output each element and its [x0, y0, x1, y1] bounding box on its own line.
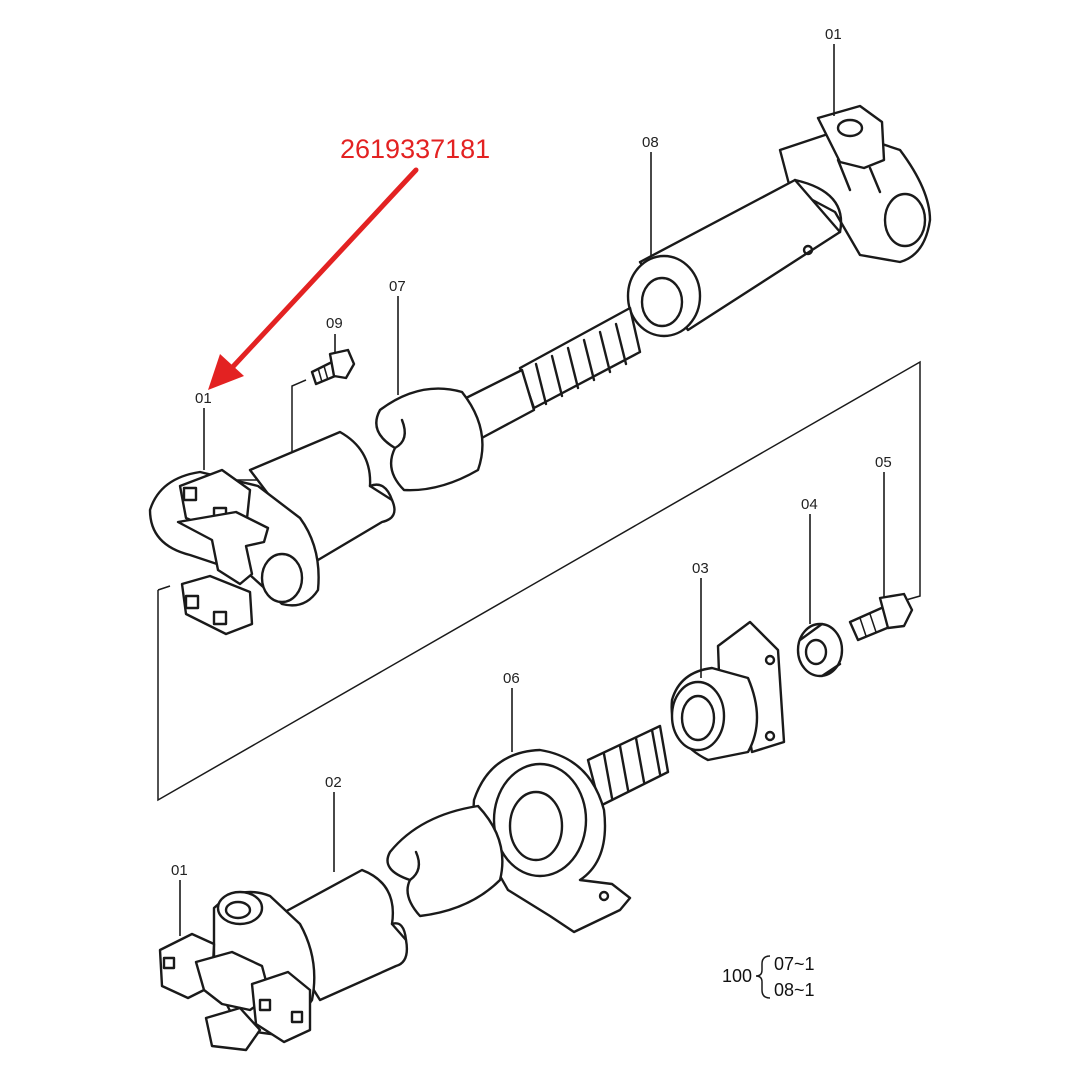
callout-08: 08 — [642, 134, 659, 151]
part-01-universal-joint-bottom — [158, 890, 316, 1052]
red-arrow-icon — [208, 167, 419, 390]
callout-09: 09 — [326, 315, 343, 332]
callout-05: 05 — [875, 454, 892, 471]
brace-icon — [755, 955, 771, 999]
assembly-note: 100 07~1 08~1 — [722, 954, 815, 1000]
assembly-number: 100 — [722, 966, 752, 986]
assembly-line-1: 07~1 — [774, 954, 815, 974]
part-01-universal-joint-left — [148, 430, 396, 636]
part-04-washer — [796, 622, 844, 678]
part-09-bolt — [310, 348, 356, 386]
callout-03: 03 — [692, 560, 709, 577]
callout-06: 06 — [503, 670, 520, 687]
callout-01-left: 01 — [195, 390, 212, 407]
callout-04: 04 — [801, 496, 818, 513]
assembly-line-2: 08~1 — [774, 980, 815, 1000]
part-03-flange-yoke — [670, 620, 786, 762]
part-number-label: 2619337181 — [340, 134, 490, 164]
callout-01-bottom: 01 — [171, 862, 188, 879]
part-06-center-bearing — [386, 724, 670, 934]
callout-02: 02 — [325, 774, 342, 791]
part-05-bolt — [848, 592, 914, 642]
leader-lines — [179, 44, 885, 936]
part-08-sleeve-yoke — [626, 104, 932, 338]
callout-01-top: 01 — [825, 26, 842, 43]
callout-07: 07 — [389, 278, 406, 295]
part-07-spline-shaft — [375, 306, 642, 492]
